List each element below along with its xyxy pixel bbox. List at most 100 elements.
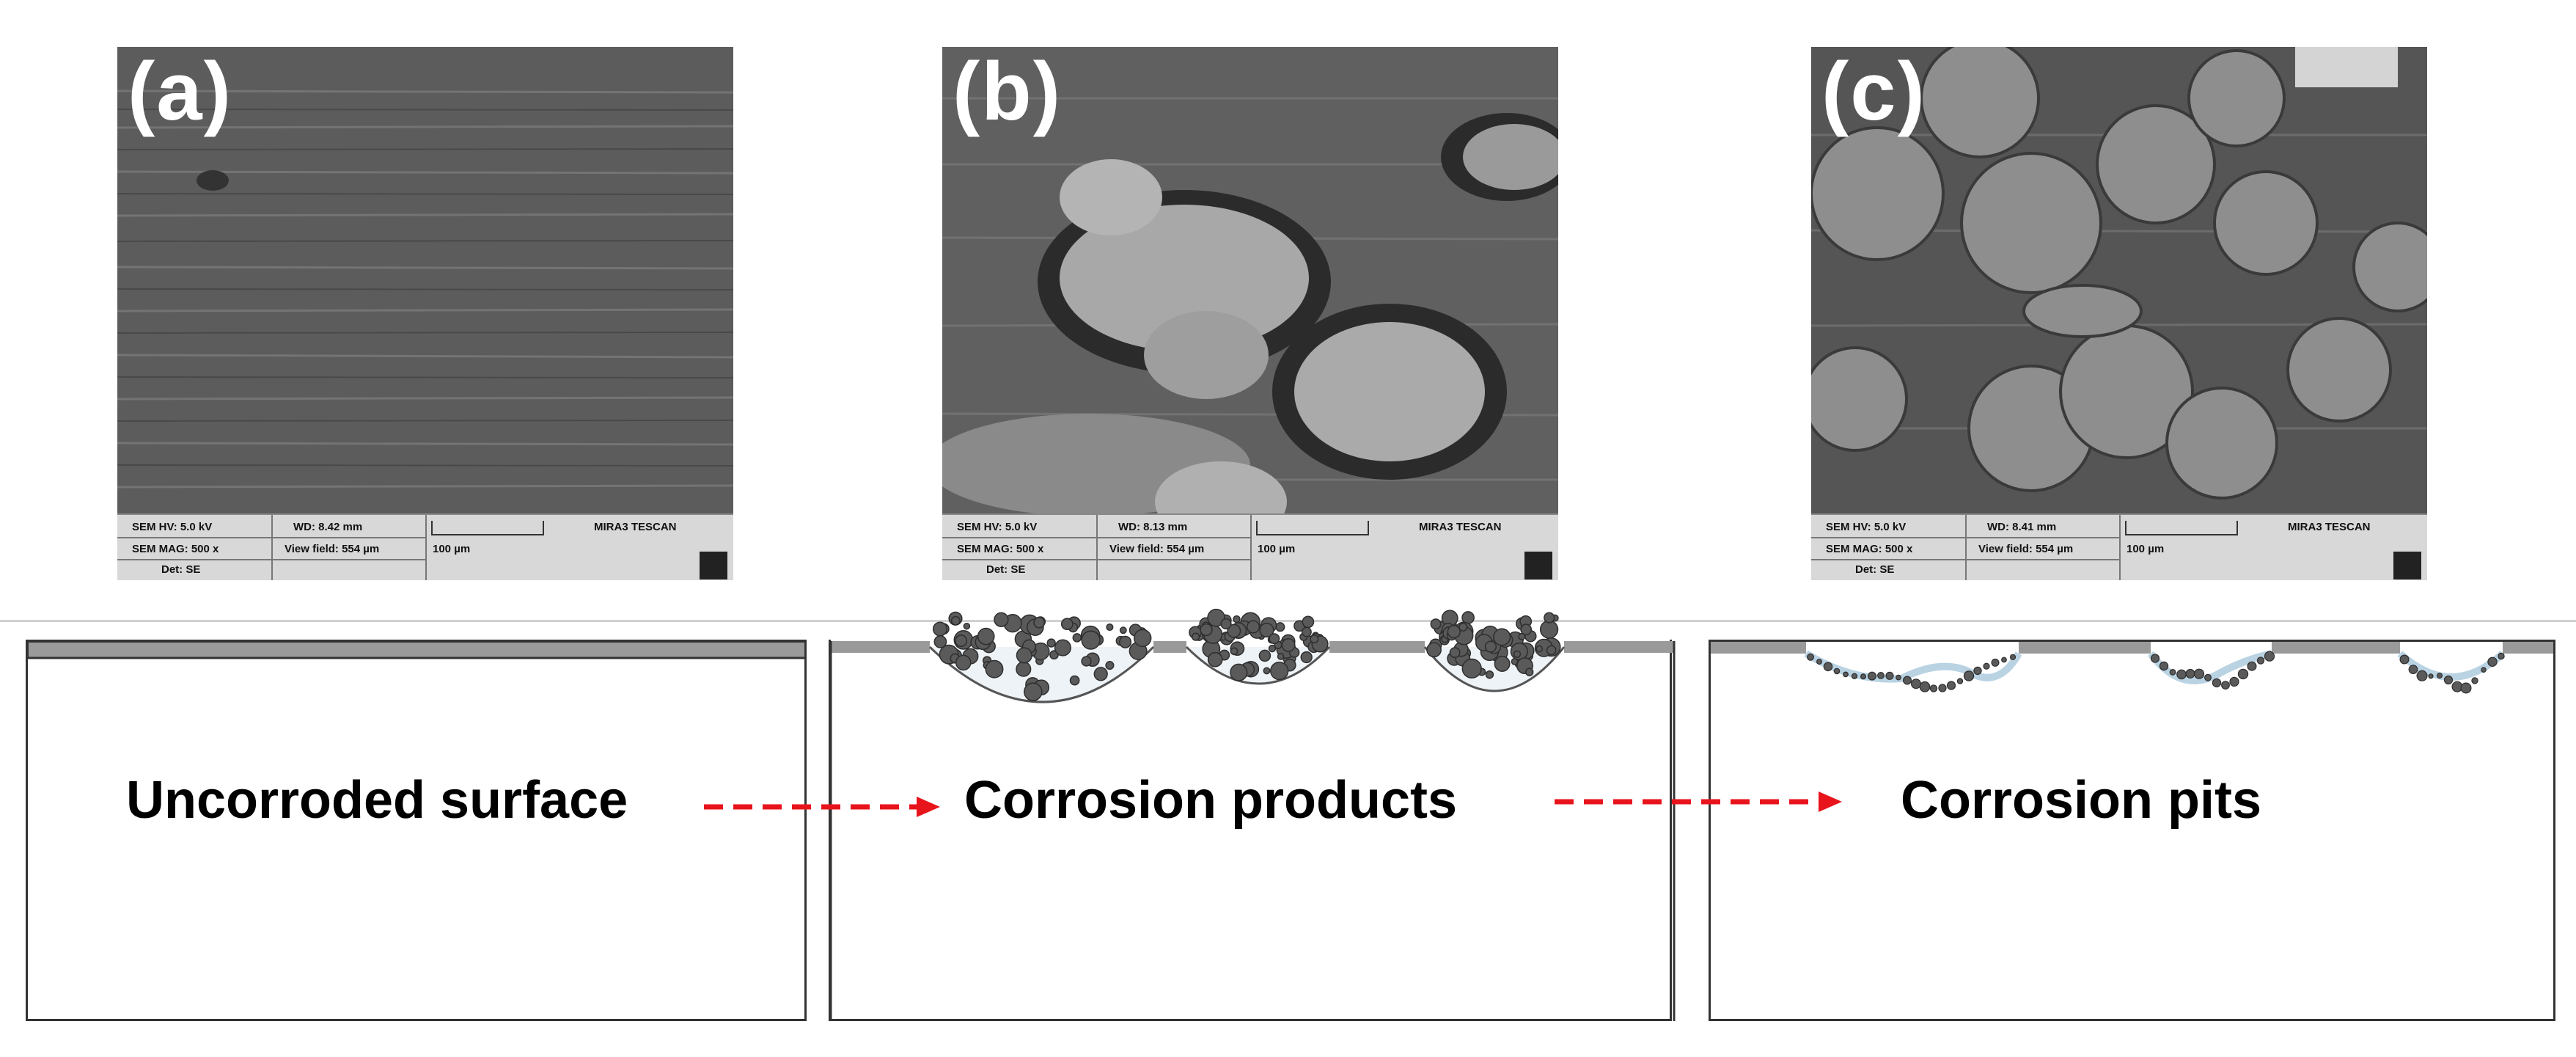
- pit-particle: [1843, 671, 1849, 678]
- sem-mag: SEM MAG: 500 x: [132, 543, 219, 555]
- pit-particle: [1983, 662, 1990, 670]
- corrosion-particle: [1046, 638, 1056, 648]
- pit-particle: [2009, 654, 2017, 660]
- pit-particle: [2001, 656, 2007, 663]
- corrosion-particle: [1485, 670, 1494, 679]
- tescan-logo-icon: [2393, 552, 2421, 579]
- pit-particle: [1896, 674, 1901, 681]
- sem-view-field: View field: 554 µm: [285, 543, 380, 555]
- pit-particle: [2212, 678, 2222, 688]
- pit-particle: [1946, 681, 1956, 690]
- sem-info-bar: SEM HV: 5.0 kV WD: 8.41 mm SEM MAG: 500 …: [1811, 513, 2427, 580]
- corrosion-particle: [1093, 667, 1108, 681]
- sem-image-b: (b) SEM HV: 5.0 kV WD: 8.13 mm SEM MAG: …: [942, 47, 1558, 580]
- pit-particle: [2487, 656, 2498, 667]
- pit-particle: [2237, 668, 2249, 680]
- pit-particle: [1877, 672, 1885, 679]
- sem-brand: MIRA3 TESCAN: [594, 521, 677, 533]
- sem-scale-bar: [1256, 521, 1369, 535]
- sem-detector: Det: SE: [1855, 563, 1895, 576]
- sem-texture-a: [117, 47, 733, 513]
- corrosion-particle: [950, 615, 961, 626]
- sem-texture-b: [942, 47, 1558, 513]
- stage-label-uncorroded: Uncorroded surface: [126, 771, 628, 830]
- sem-detector: Det: SE: [986, 563, 1026, 576]
- corrosion-particle: [1033, 616, 1046, 629]
- corrosion-particle: [1520, 623, 1533, 636]
- pit-particle: [2460, 682, 2472, 694]
- corrosion-products-drawing: [829, 608, 1676, 1021]
- pit-particle: [1903, 676, 1912, 685]
- corrosion-particle: [1539, 620, 1559, 639]
- corrosion-particle: [1275, 622, 1285, 632]
- corrosion-particle: [1268, 644, 1277, 653]
- sem-wd: WD: 8.13 mm: [1118, 521, 1188, 533]
- corrosion-particle: [1535, 645, 1544, 653]
- sem-scale-label: 100 µm: [1258, 543, 1296, 555]
- corrosion-particle: [1016, 647, 1032, 664]
- sem-brand: MIRA3 TESCAN: [2288, 521, 2371, 533]
- pit-particle: [2471, 677, 2478, 684]
- pit-particle: [2408, 665, 2418, 674]
- pit-particle: [1973, 666, 1982, 676]
- sem-scale-bar: [431, 521, 544, 535]
- sem-wd: WD: 8.41 mm: [1987, 521, 2057, 533]
- corrosion-particle: [1069, 675, 1080, 686]
- corrosion-particle: [963, 622, 971, 630]
- pit-particle: [1885, 671, 1894, 680]
- schematic-corrosion-products: [829, 608, 1676, 1021]
- arrow-right-icon: [704, 797, 940, 817]
- corrosion-particle: [1494, 656, 1511, 672]
- pit-particle: [2150, 654, 2160, 663]
- pit-particle: [2203, 673, 2212, 681]
- sem-image-c: (c) SEM HV: 5.0 kV WD: 8.41 mm SEM MAG: …: [1811, 47, 2427, 580]
- corrosion-particle: [1263, 667, 1271, 675]
- corrosion-particle: [1207, 608, 1225, 627]
- pit-particle: [2221, 681, 2230, 690]
- sem-wd: WD: 8.42 mm: [293, 521, 363, 533]
- corrosion-particle: [1105, 661, 1115, 670]
- corrosion-particle: [1449, 647, 1461, 659]
- corrosion-particle: [1106, 623, 1114, 632]
- sem-view-field: View field: 554 µm: [1109, 543, 1205, 555]
- corrosion-particle: [1524, 668, 1534, 676]
- corrosion-particle: [1081, 656, 1092, 667]
- pit-particle: [1929, 684, 1938, 692]
- corrosion-particle: [1072, 633, 1082, 643]
- corrosion-particle: [1544, 612, 1555, 623]
- corrosion-particle: [1054, 639, 1071, 656]
- pit-particle: [2185, 668, 2195, 679]
- corrosion-particle: [1281, 637, 1296, 652]
- corrosion-pits-drawing: [1711, 642, 2553, 694]
- pit-particle: [1938, 684, 1947, 692]
- corrosion-particle: [955, 654, 972, 671]
- corrosion-particle: [1247, 620, 1261, 634]
- schematic-corrosion-pits: [1709, 640, 2555, 1021]
- corrosion-particle: [1546, 645, 1557, 656]
- corrosion-particle: [1259, 623, 1274, 638]
- pit-particle: [2428, 673, 2434, 679]
- corrosion-particle: [1458, 622, 1468, 632]
- corrosion-particle: [1484, 640, 1497, 653]
- sem-mag: SEM MAG: 500 x: [1826, 543, 1913, 555]
- corrosion-particle: [985, 659, 1004, 679]
- corrosion-particle: [1310, 634, 1319, 644]
- pit-particle: [1991, 658, 2000, 667]
- sem-hv: SEM HV: 5.0 kV: [957, 521, 1038, 533]
- corrosion-particle: [1133, 629, 1152, 648]
- corrosion-particle: [1269, 633, 1280, 645]
- sem-mag: SEM MAG: 500 x: [957, 543, 1044, 555]
- corrosion-particle: [1230, 663, 1248, 681]
- corrosion-particle: [977, 627, 995, 645]
- pit-particle: [1851, 673, 1858, 680]
- pit-particle: [2498, 652, 2505, 660]
- corrosion-particle: [994, 612, 1009, 627]
- corrosion-particle: [1200, 623, 1213, 637]
- corrosion-particle: [1081, 630, 1101, 650]
- corrosion-particle: [1461, 658, 1482, 679]
- pit-particle: [2193, 668, 2205, 679]
- pit-particle: [2169, 669, 2176, 676]
- corrosion-particle: [1207, 651, 1223, 668]
- pit-particle: [1860, 673, 1867, 680]
- corrosion-particle: [1447, 625, 1461, 639]
